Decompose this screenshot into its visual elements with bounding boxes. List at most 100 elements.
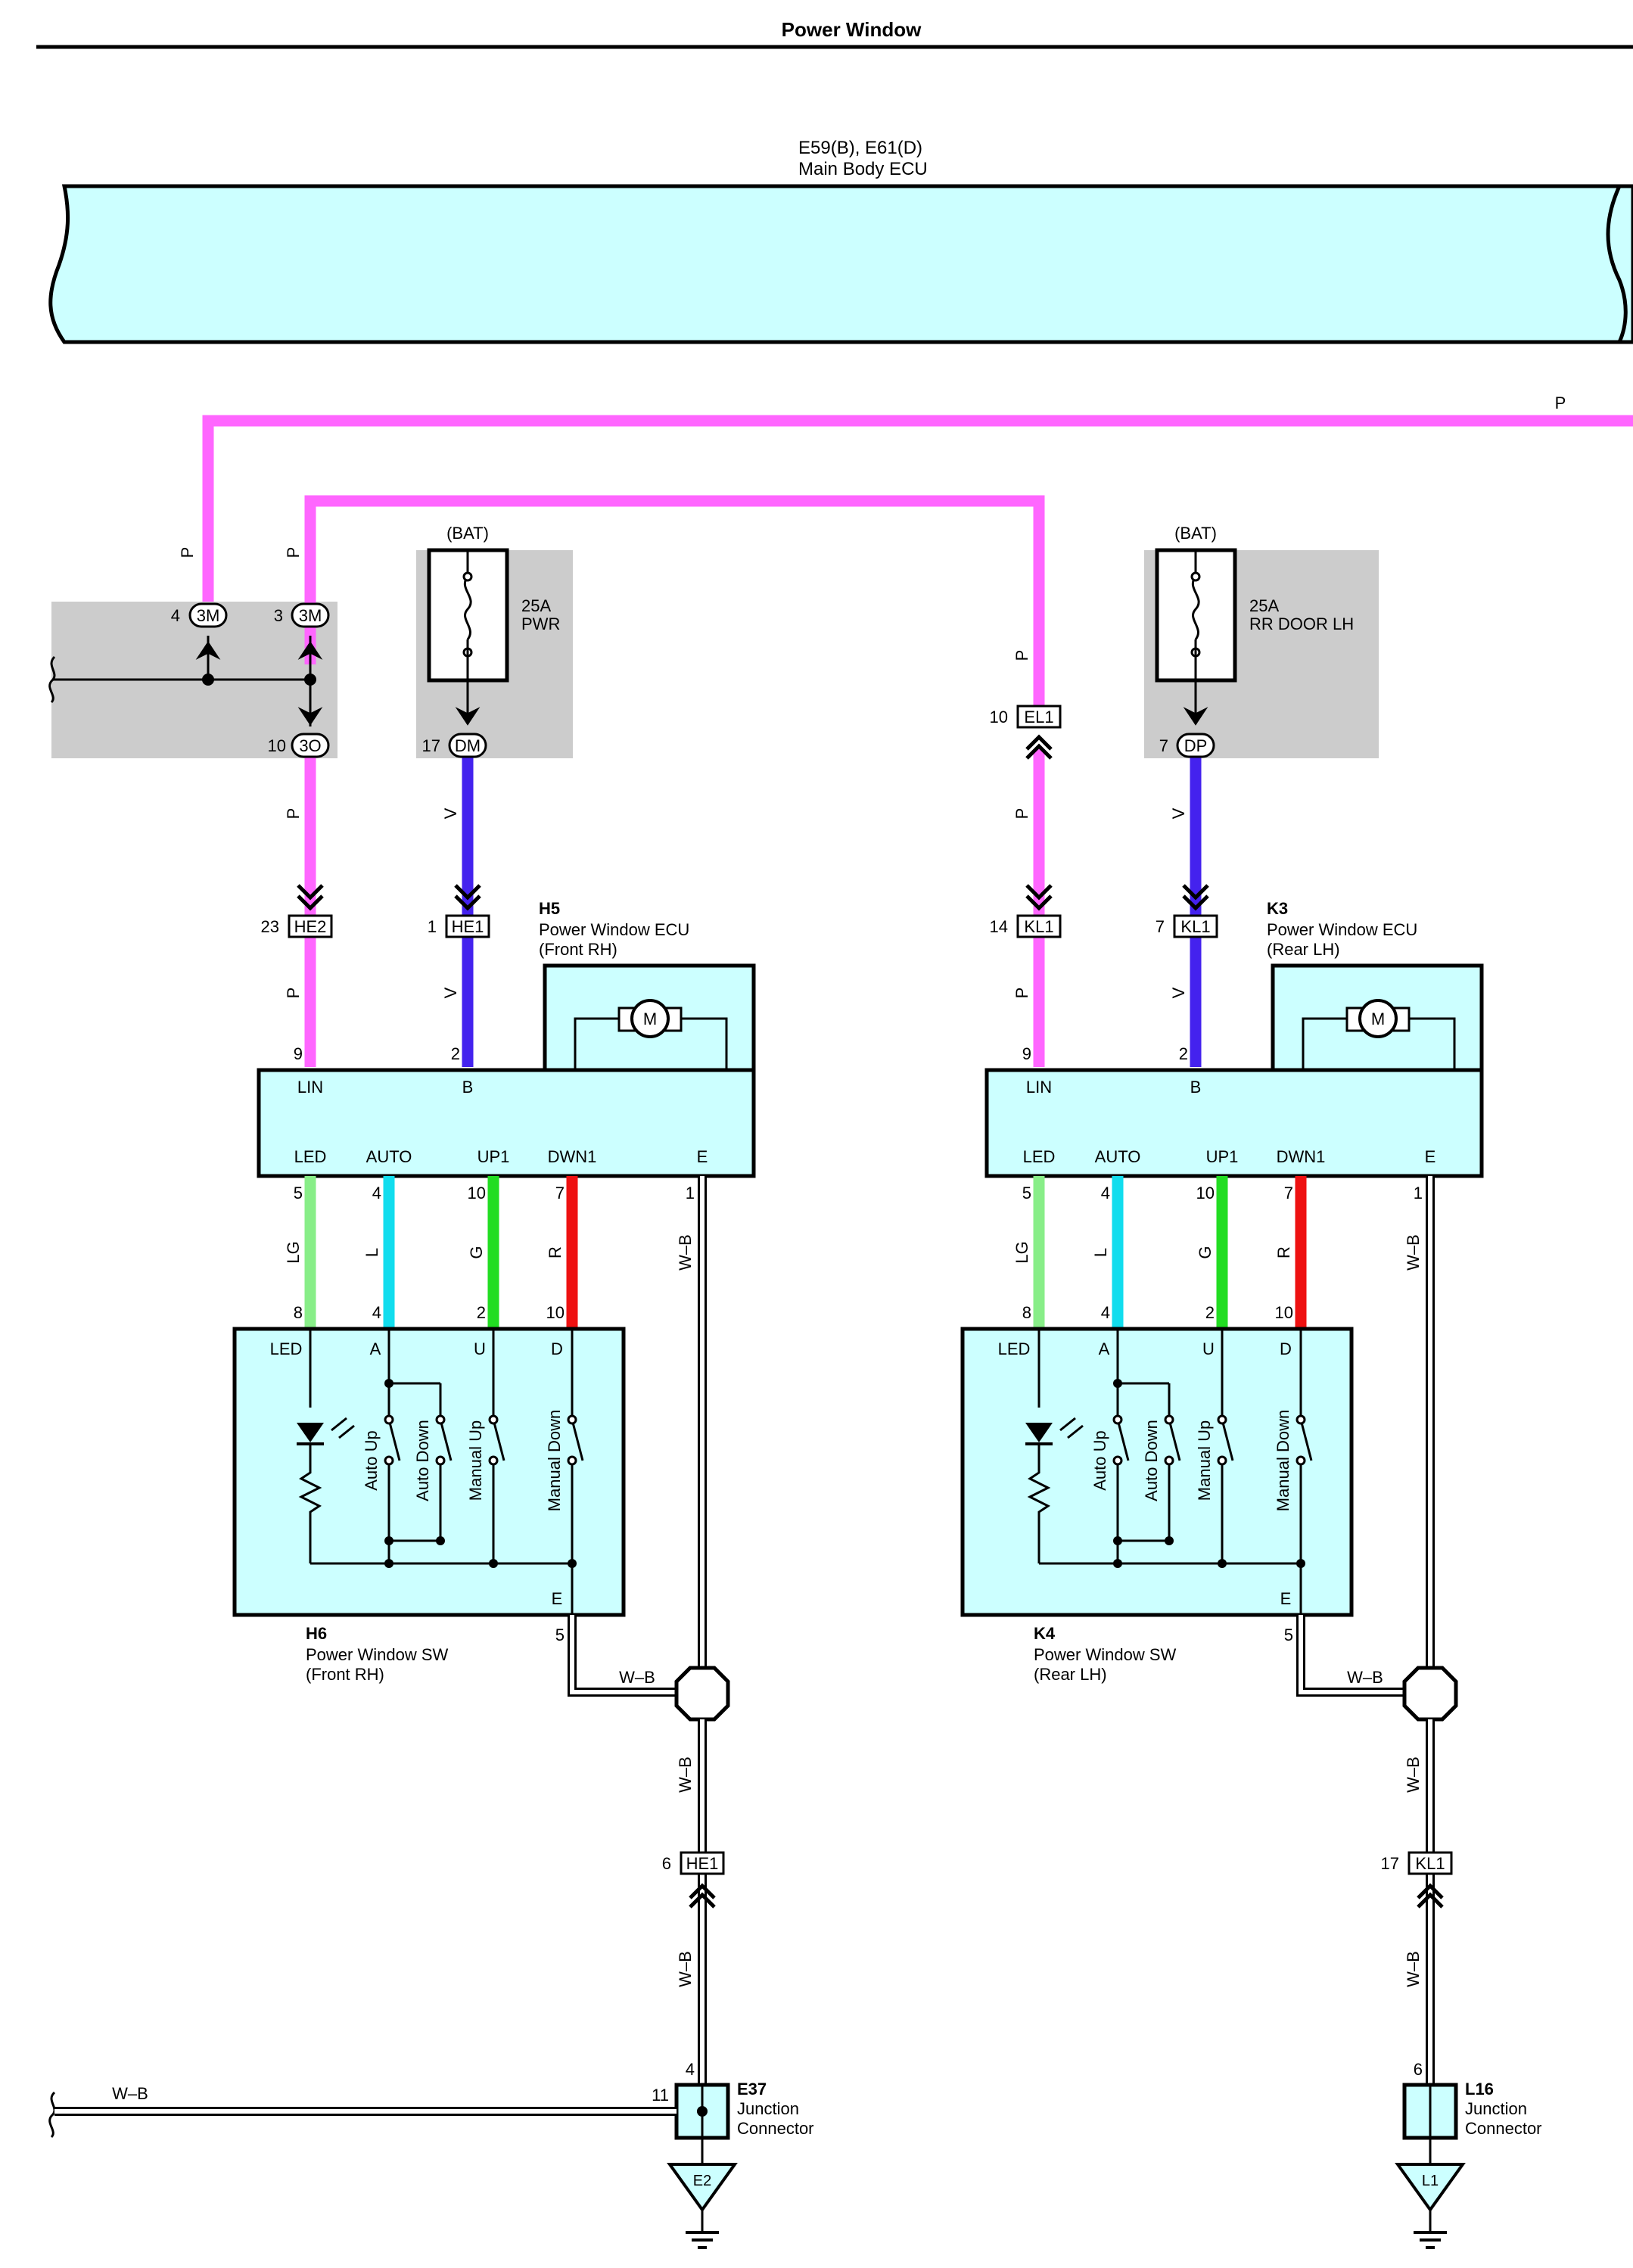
svg-text:G: G xyxy=(1196,1246,1215,1258)
rear-ecu-code: K3 xyxy=(1267,899,1288,918)
jb-pin-10: 10 xyxy=(268,736,286,755)
svg-text:Junction: Junction xyxy=(1465,2099,1527,2118)
svg-text:8: 8 xyxy=(294,1303,303,1322)
wire-v xyxy=(462,755,1202,1067)
rear-sw-name: Power Window SW xyxy=(1034,1645,1177,1664)
svg-text:6: 6 xyxy=(1414,2060,1423,2079)
fuse-pwr-conn: DM xyxy=(455,736,481,755)
rear-sw-code: K4 xyxy=(1034,1624,1056,1643)
svg-text:L16: L16 xyxy=(1465,2080,1494,2098)
svg-text:V: V xyxy=(441,987,460,998)
svg-text:W–B: W–B xyxy=(676,1951,695,1987)
svg-text:Manual Up: Manual Up xyxy=(1195,1420,1214,1501)
svg-text:17: 17 xyxy=(1381,1854,1399,1873)
svg-text:5: 5 xyxy=(1284,1626,1293,1644)
rear-ecu-name: Power Window ECU xyxy=(1267,920,1417,939)
svg-text:LED: LED xyxy=(294,1147,327,1166)
svg-text:U: U xyxy=(1202,1339,1215,1358)
fuse-rr-door: (BAT) 25A RR DOOR LH 7 DP xyxy=(1155,524,1354,758)
svg-text:V: V xyxy=(1169,807,1188,819)
svg-text:B: B xyxy=(1190,1078,1202,1097)
inline-conn-kl1-a: 14 KL1 xyxy=(990,884,1062,938)
svg-text:M: M xyxy=(643,1010,657,1028)
svg-text:4: 4 xyxy=(372,1184,381,1202)
svg-text:6: 6 xyxy=(662,1854,671,1873)
svg-text:U: U xyxy=(474,1339,486,1358)
svg-text:Manual Down: Manual Down xyxy=(1274,1410,1292,1512)
svg-text:10: 10 xyxy=(546,1303,565,1322)
svg-text:2: 2 xyxy=(477,1303,486,1322)
svg-text:W–B: W–B xyxy=(1404,1951,1423,1987)
svg-text:W–B: W–B xyxy=(676,1234,695,1271)
svg-text:P: P xyxy=(284,547,303,558)
rear-ecu-sub: (Rear LH) xyxy=(1267,940,1340,959)
jb-pin-4: 4 xyxy=(171,606,180,625)
svg-text:E: E xyxy=(697,1147,708,1166)
rear-motor: M xyxy=(1271,963,1484,1072)
svg-text:D: D xyxy=(1280,1339,1292,1358)
svg-text:9: 9 xyxy=(294,1044,303,1063)
svg-text:L1: L1 xyxy=(1422,2173,1439,2189)
front-motor: M xyxy=(543,963,756,1072)
fuse-pwr: (BAT) 25A PWR 17 DM xyxy=(422,524,560,758)
svg-text:P: P xyxy=(284,808,303,820)
front-sw-code: H6 xyxy=(306,1624,327,1643)
svg-text:Auto Down: Auto Down xyxy=(413,1420,432,1501)
svg-text:LG: LG xyxy=(284,1241,303,1263)
svg-text:W–B: W–B xyxy=(619,1668,655,1687)
svg-text:R: R xyxy=(1274,1246,1293,1258)
svg-text:1: 1 xyxy=(1414,1184,1423,1202)
svg-text:LED: LED xyxy=(1023,1147,1056,1166)
svg-text:D: D xyxy=(551,1339,563,1358)
front-ecu-name: Power Window ECU xyxy=(539,920,689,939)
svg-text:10: 10 xyxy=(1275,1303,1293,1322)
svg-text:W–B: W–B xyxy=(676,1756,695,1793)
svg-text:2: 2 xyxy=(1205,1303,1215,1322)
svg-text:L: L xyxy=(362,1248,381,1257)
inline-conn-kl1-b: 7 KL1 xyxy=(1156,884,1218,938)
svg-text:10: 10 xyxy=(1196,1184,1215,1202)
jb-pin-3: 3 xyxy=(274,606,283,625)
svg-text:2: 2 xyxy=(1179,1044,1188,1063)
svg-text:P: P xyxy=(1012,988,1031,999)
svg-text:4: 4 xyxy=(686,2060,695,2079)
svg-text:UP1: UP1 xyxy=(1206,1147,1239,1166)
fuse-rr-pin: 7 xyxy=(1159,736,1168,755)
svg-text:Connector: Connector xyxy=(737,2119,814,2138)
svg-text:4: 4 xyxy=(1101,1303,1110,1322)
svg-text:M: M xyxy=(1371,1010,1385,1028)
svg-text:4: 4 xyxy=(1101,1184,1110,1202)
svg-text:KL1: KL1 xyxy=(1180,917,1210,936)
svg-text:Manual Down: Manual Down xyxy=(545,1410,564,1512)
svg-text:Auto Up: Auto Up xyxy=(362,1430,381,1491)
svg-text:10: 10 xyxy=(468,1184,486,1202)
svg-text:L: L xyxy=(1091,1248,1110,1257)
main-body-ecu: E59(B), E61(D) Main Body ECU xyxy=(48,138,1633,344)
svg-text:KL1: KL1 xyxy=(1415,1854,1445,1873)
svg-text:LED: LED xyxy=(270,1339,303,1358)
svg-text:HE1: HE1 xyxy=(452,917,484,936)
svg-text:DWN1: DWN1 xyxy=(1277,1147,1326,1166)
svg-text:P: P xyxy=(1012,808,1031,820)
fuse-pwr-name: PWR xyxy=(521,614,560,633)
svg-text:P: P xyxy=(284,988,303,999)
svg-text:Junction: Junction xyxy=(737,2099,799,2118)
svg-text:KL1: KL1 xyxy=(1024,917,1053,936)
front-sw-name: Power Window SW xyxy=(306,1645,449,1664)
svg-text:LIN: LIN xyxy=(297,1078,323,1097)
rear-ecu-box xyxy=(984,1068,1484,1178)
svg-text:P: P xyxy=(1555,394,1566,412)
svg-text:HE1: HE1 xyxy=(686,1854,719,1873)
jb-conn-3o: 3O xyxy=(299,736,321,755)
fuse-rr-name: RR DOOR LH xyxy=(1249,614,1354,633)
svg-text:11: 11 xyxy=(652,2086,669,2105)
svg-text:1: 1 xyxy=(428,917,437,936)
jb-conn-3m-b: 3M xyxy=(299,606,322,625)
svg-text:Auto Down: Auto Down xyxy=(1142,1420,1161,1501)
svg-text:7: 7 xyxy=(555,1184,565,1202)
page-title: Power Window xyxy=(782,18,922,41)
svg-text:14: 14 xyxy=(990,917,1008,936)
svg-text:5: 5 xyxy=(1022,1184,1031,1202)
svg-text:E37: E37 xyxy=(737,2080,767,2098)
